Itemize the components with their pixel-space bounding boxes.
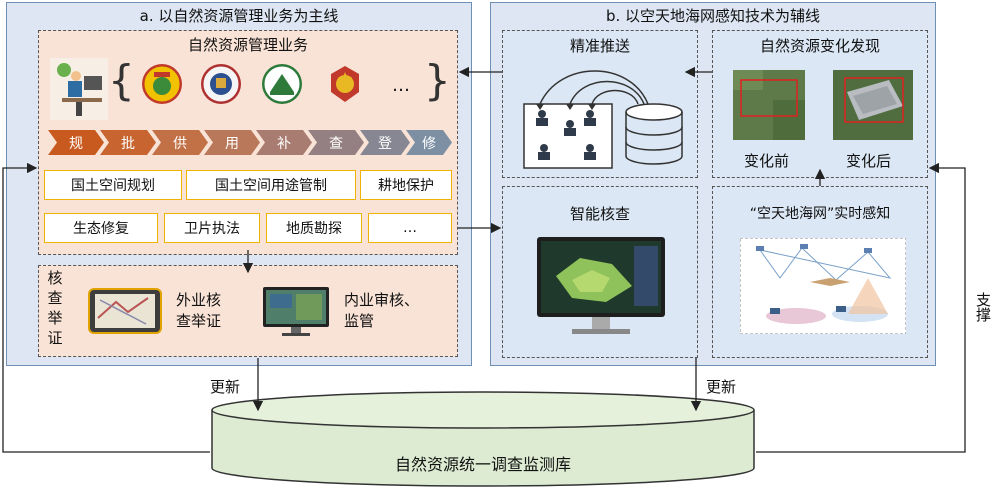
database-label: 自然资源统一调查监测库 xyxy=(394,455,571,474)
panel-b-title: b. 以空天地海网感知技术为辅线 xyxy=(605,7,821,25)
tag-eco-restoration: 生态修复 xyxy=(44,213,158,243)
step-3: 供 xyxy=(152,130,208,155)
tablet-icon xyxy=(88,288,162,334)
support-label: 支撑 xyxy=(974,292,992,322)
after-label: 变化后 xyxy=(846,152,892,170)
tag-more: … xyxy=(368,213,452,243)
inspection-title-char-2: 查 xyxy=(47,289,63,307)
intelligent-check-title: 智能核查 xyxy=(569,205,630,223)
tag-geological-survey: 地质勘探 xyxy=(266,213,362,243)
step-2: 批 xyxy=(100,130,156,155)
left-brace: { xyxy=(108,56,135,105)
check-monitor-icon xyxy=(537,237,665,334)
field-verification-label: 外业核 查举证 xyxy=(176,291,222,330)
office-worker-icon xyxy=(50,58,108,120)
after-image xyxy=(833,70,913,140)
office-review-label: 内业审核、 监管 xyxy=(344,291,420,330)
emblem-icon-1 xyxy=(142,64,182,104)
step-5: 补 xyxy=(256,130,312,155)
tag-satellite-enforcement: 卫片执法 xyxy=(164,213,260,243)
desktop-monitor-icon xyxy=(263,287,329,336)
update-left-label: 更新 xyxy=(210,378,241,396)
realtime-sensing-title: “空天地海网”实时感知 xyxy=(749,206,891,222)
emblem-ellipsis: … xyxy=(392,75,410,96)
tag-use-control: 国土空间用途管制 xyxy=(186,170,356,200)
update-right-label: 更新 xyxy=(706,378,737,396)
emblem-icon-2 xyxy=(201,64,241,104)
push-illustration xyxy=(523,70,683,169)
step-4: 用 xyxy=(204,130,260,155)
step-1: 规 xyxy=(48,130,104,155)
panel-a-title: a. 以自然资源管理业务为主线 xyxy=(139,7,339,25)
inspection-title-char-1: 核 xyxy=(47,269,63,287)
emblem-icon-3 xyxy=(262,64,302,104)
inspection-title: 核 查 举 证 xyxy=(44,268,66,348)
precise-push-title: 精准推送 xyxy=(569,37,630,55)
inspection-title-char-3: 举 xyxy=(47,309,63,327)
right-brace: } xyxy=(424,56,451,105)
before-label: 变化前 xyxy=(744,152,790,170)
tag-spatial-planning: 国土空间规划 xyxy=(44,170,182,200)
step-6: 查 xyxy=(308,130,364,155)
database-cylinder xyxy=(211,391,755,487)
change-discovery-title: 自然资源变化发现 xyxy=(759,37,880,55)
before-image xyxy=(733,70,805,140)
business-title: 自然资源管理业务 xyxy=(187,36,308,54)
inspection-title-char-4: 证 xyxy=(47,329,63,347)
sensing-network-illustration xyxy=(740,238,906,334)
national-emblem-icon xyxy=(331,66,359,102)
tag-farmland-protection: 耕地保护 xyxy=(360,170,452,200)
